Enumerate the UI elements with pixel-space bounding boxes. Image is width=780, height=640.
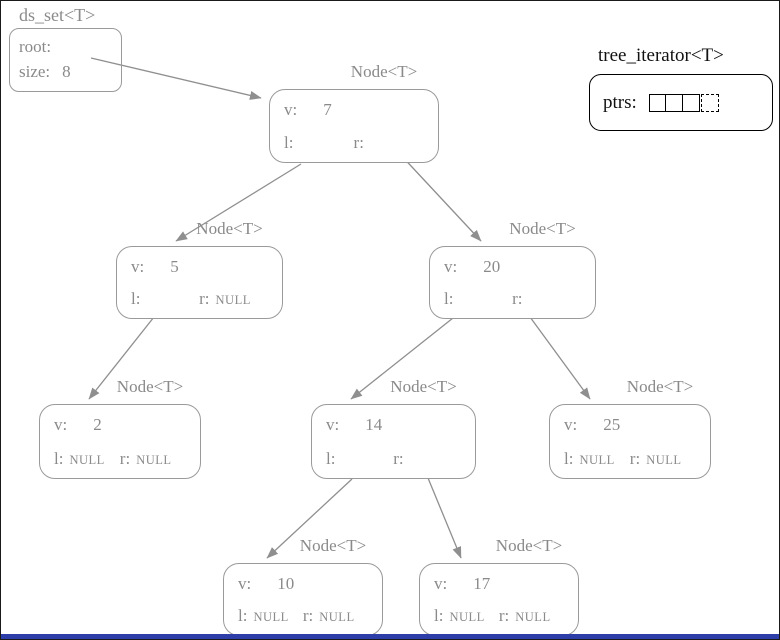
l-value: NULL	[579, 453, 615, 467]
l-label: l:	[238, 606, 248, 625]
node-box: v: 10 l: NULL r: NULL	[223, 563, 383, 636]
r-label: r:	[302, 606, 314, 625]
v-label: v:	[131, 257, 145, 276]
v-label: v:	[326, 415, 340, 434]
ds-set-title: ds_set<T>	[19, 5, 96, 25]
size-value: 8	[62, 62, 71, 81]
node-value: 10	[277, 574, 295, 593]
size-row: size: 8	[19, 59, 112, 84]
r-label: r:	[393, 449, 404, 468]
r-value: NULL	[215, 293, 251, 307]
r-label: r:	[629, 449, 641, 468]
l-label: l:	[284, 133, 294, 152]
tree-iterator-title: tree_iterator<T>	[598, 45, 724, 66]
ptr-cell	[648, 93, 667, 112]
root-pointer-row: root:	[19, 34, 112, 59]
tree-node-2: Node<T> v: 2 l: NULL r: NULL	[39, 376, 201, 479]
node-value: 20	[483, 257, 501, 276]
tree-node-10: Node<T> v: 10 l: NULL r: NULL	[223, 535, 383, 636]
ptr-cell	[665, 93, 684, 112]
r-value: NULL	[515, 610, 551, 624]
l-label: l:	[564, 449, 574, 468]
r-value: NULL	[646, 453, 682, 467]
ptr-cell	[681, 93, 700, 112]
node-value: 5	[170, 257, 179, 276]
node-value: 7	[323, 100, 332, 119]
v-label: v:	[564, 415, 578, 434]
v-label: v:	[238, 574, 252, 593]
l-label: l:	[434, 606, 444, 625]
node-box: v: 20 l: r:	[429, 246, 596, 319]
l-label: l:	[54, 449, 64, 468]
l-label: l:	[131, 289, 141, 308]
ptrs-label: ptrs:	[603, 91, 637, 113]
node-type-label: Node<T>	[390, 377, 457, 396]
l-value: NULL	[69, 453, 105, 467]
v-label: v:	[444, 257, 458, 276]
node-box: v: 2 l: NULL r: NULL	[39, 404, 201, 479]
node-type-label: Node<T>	[495, 536, 563, 555]
r-label: r:	[512, 289, 523, 308]
node-type-label: Node<T>	[299, 536, 367, 555]
node-box: v: 14 l: r:	[311, 404, 476, 479]
size-label: size:	[19, 62, 51, 81]
v-label: v:	[54, 415, 68, 434]
r-value: NULL	[319, 610, 355, 624]
r-label: r:	[353, 133, 364, 152]
root-label: root:	[19, 37, 52, 56]
l-label: l:	[326, 449, 336, 468]
r-label: r:	[199, 289, 210, 308]
tree-node-17: Node<T> v: 17 l: NULL r: NULL	[419, 535, 579, 636]
node-value: 2	[93, 415, 102, 434]
r-label: r:	[498, 606, 510, 625]
r-value: NULL	[136, 453, 172, 467]
l-label: l:	[444, 289, 454, 308]
node-value: 17	[473, 574, 491, 593]
tree-node-20: Node<T> v: 20 l: r:	[429, 218, 596, 319]
node-type-label: Node<T>	[509, 219, 576, 238]
node-type-label: Node<T>	[116, 377, 184, 396]
v-label: v:	[284, 100, 298, 119]
ptr-cell-dashed	[700, 93, 719, 112]
node-box: v: 17 l: NULL r: NULL	[419, 563, 579, 636]
ds-set-box: root: size: 8	[9, 28, 122, 92]
node-value: 14	[365, 415, 383, 434]
node-box: v: 7 l: r:	[269, 89, 439, 163]
l-value: NULL	[253, 610, 289, 624]
tree-iterator-box: ptrs:	[589, 74, 773, 131]
tree-node-25: Node<T> v: 25 l: NULL r: NULL	[549, 376, 711, 479]
v-label: v:	[434, 574, 448, 593]
tree-node-5: Node<T> v: 5 l: r: NULL	[116, 218, 283, 319]
l-value: NULL	[449, 610, 485, 624]
r-label: r:	[119, 449, 131, 468]
tree-node-14: Node<T> v: 14 l: r:	[311, 376, 476, 479]
node-type-label: Node<T>	[626, 377, 694, 396]
node-box: v: 5 l: r: NULL	[116, 246, 283, 319]
node-type-label: Node<T>	[196, 219, 263, 238]
ptrs-array	[648, 93, 719, 112]
bottom-blue-bar	[1, 634, 779, 639]
node-box: v: 25 l: NULL r: NULL	[549, 404, 711, 479]
tree-node-7: Node<T> v: 7 l: r:	[269, 61, 439, 163]
node-type-label: Node<T>	[350, 62, 418, 81]
node-value: 25	[603, 415, 621, 434]
